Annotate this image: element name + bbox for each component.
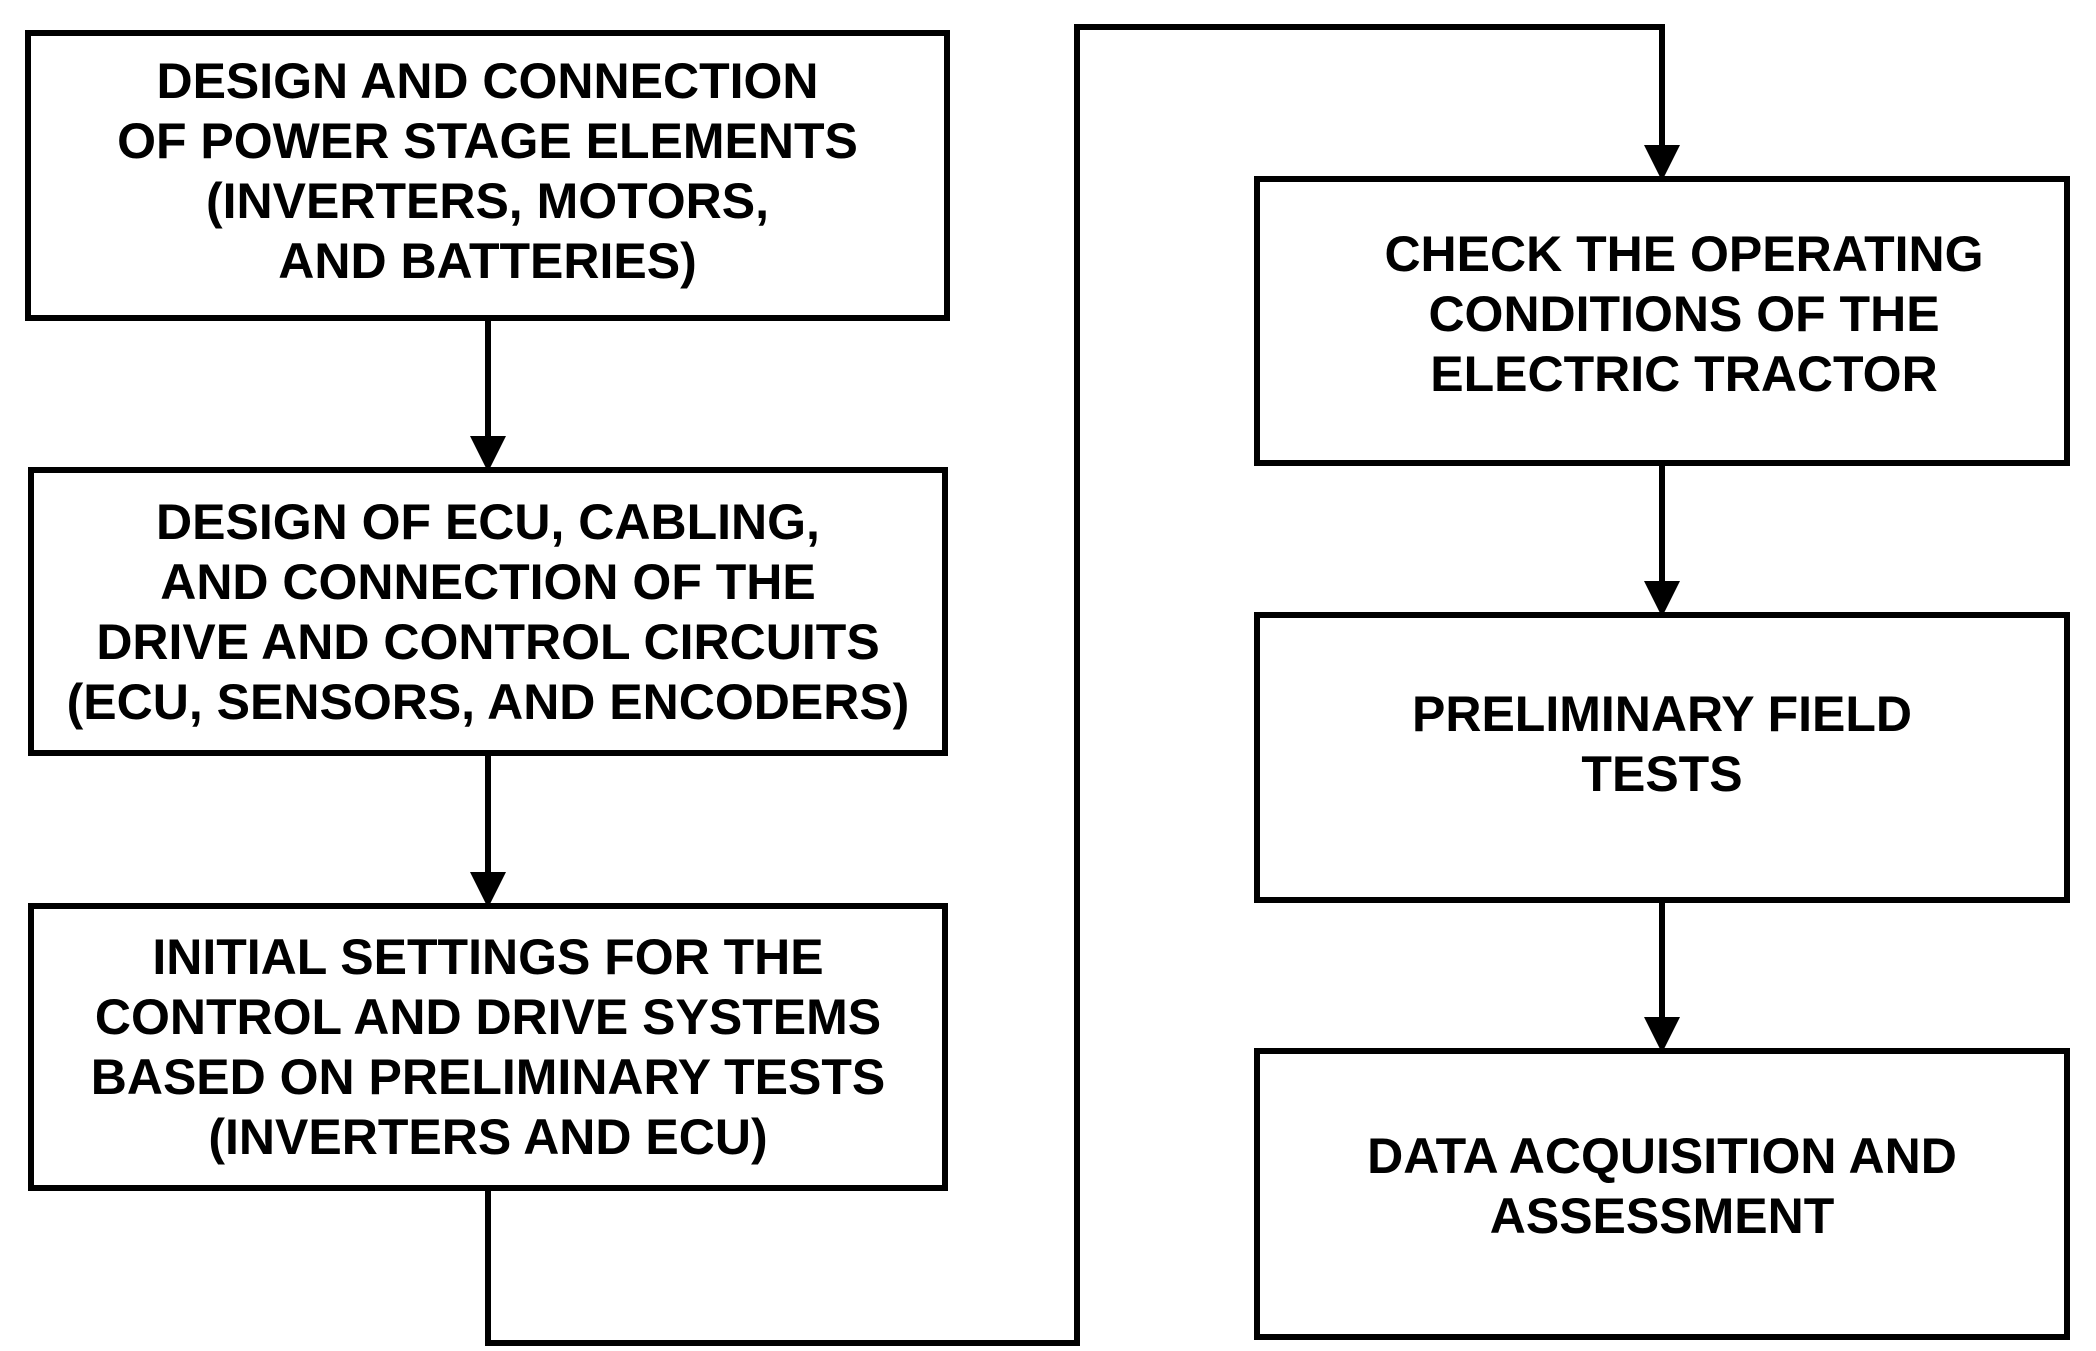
step-power-stage-design: DESIGN AND CONNECTION OF POWER STAGE ELE… (25, 30, 950, 321)
step-ecu-cabling-design: DESIGN OF ECU, CABLING, AND CONNECTION O… (28, 467, 948, 756)
step-power-stage-design-label: DESIGN AND CONNECTION OF POWER STAGE ELE… (117, 52, 858, 289)
step-initial-settings-label: INITIAL SETTINGS FOR THE CONTROL AND DRI… (90, 929, 886, 1165)
step-ecu-cabling-design-label: DESIGN OF ECU, CABLING, AND CONNECTION O… (66, 493, 910, 730)
arrow-b3-to-b4 (485, 24, 1680, 1346)
step-data-acquisition-label: DATA ACQUISITION AND ASSESSMENT (1367, 1128, 1957, 1244)
step-preliminary-field-tests: PRELIMINARY FIELD TESTS (1254, 612, 2070, 903)
step-preliminary-field-tests-label: PRELIMINARY FIELD TESTS (1411, 685, 1913, 802)
step-data-acquisition: DATA ACQUISITION AND ASSESSMENT (1254, 1048, 2070, 1340)
step-check-operating-conditions: CHECK THE OPERATING CONDITIONS OF THE EL… (1254, 176, 2070, 466)
step-initial-settings: INITIAL SETTINGS FOR THE CONTROL AND DRI… (28, 903, 948, 1191)
step-check-operating-conditions-label: CHECK THE OPERATING CONDITIONS OF THE EL… (1384, 226, 1984, 402)
